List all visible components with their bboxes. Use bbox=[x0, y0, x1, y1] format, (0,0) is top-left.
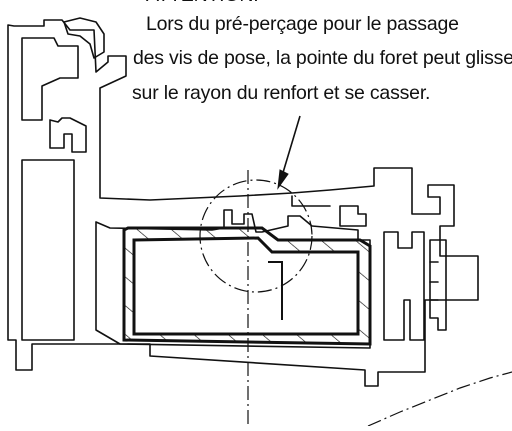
note-line-heading: ATTENTION: bbox=[146, 0, 259, 9]
detail-circle bbox=[199, 179, 313, 293]
frame-right-notches bbox=[429, 261, 439, 301]
reinforcement-inner-lip bbox=[268, 261, 283, 320]
frame-lower-chamber bbox=[21, 159, 75, 341]
note-line-1: Lors du pré-perçage pour le passage bbox=[146, 13, 459, 35]
frame-inner-chamber bbox=[21, 37, 79, 121]
steel-reinforcement bbox=[122, 226, 372, 346]
frame-outer-outline bbox=[7, 19, 479, 387]
frame-clip bbox=[339, 205, 367, 227]
note-line-3: sur le rayon du renfort et se casser. bbox=[132, 82, 431, 104]
reinforcement-hatched-body bbox=[122, 226, 372, 346]
frame-inner-line bbox=[291, 195, 331, 207]
frame-key-left bbox=[49, 117, 87, 153]
frame-top-hook bbox=[63, 17, 105, 59]
frame-right-lock bbox=[383, 231, 425, 341]
frame-right-teeth bbox=[429, 239, 447, 331]
note-line-2: des vis de pose, la pointe du foret peut… bbox=[133, 47, 512, 69]
section-break-line bbox=[367, 371, 512, 427]
leader-line bbox=[281, 115, 301, 177]
leader-arrowhead bbox=[277, 169, 289, 190]
